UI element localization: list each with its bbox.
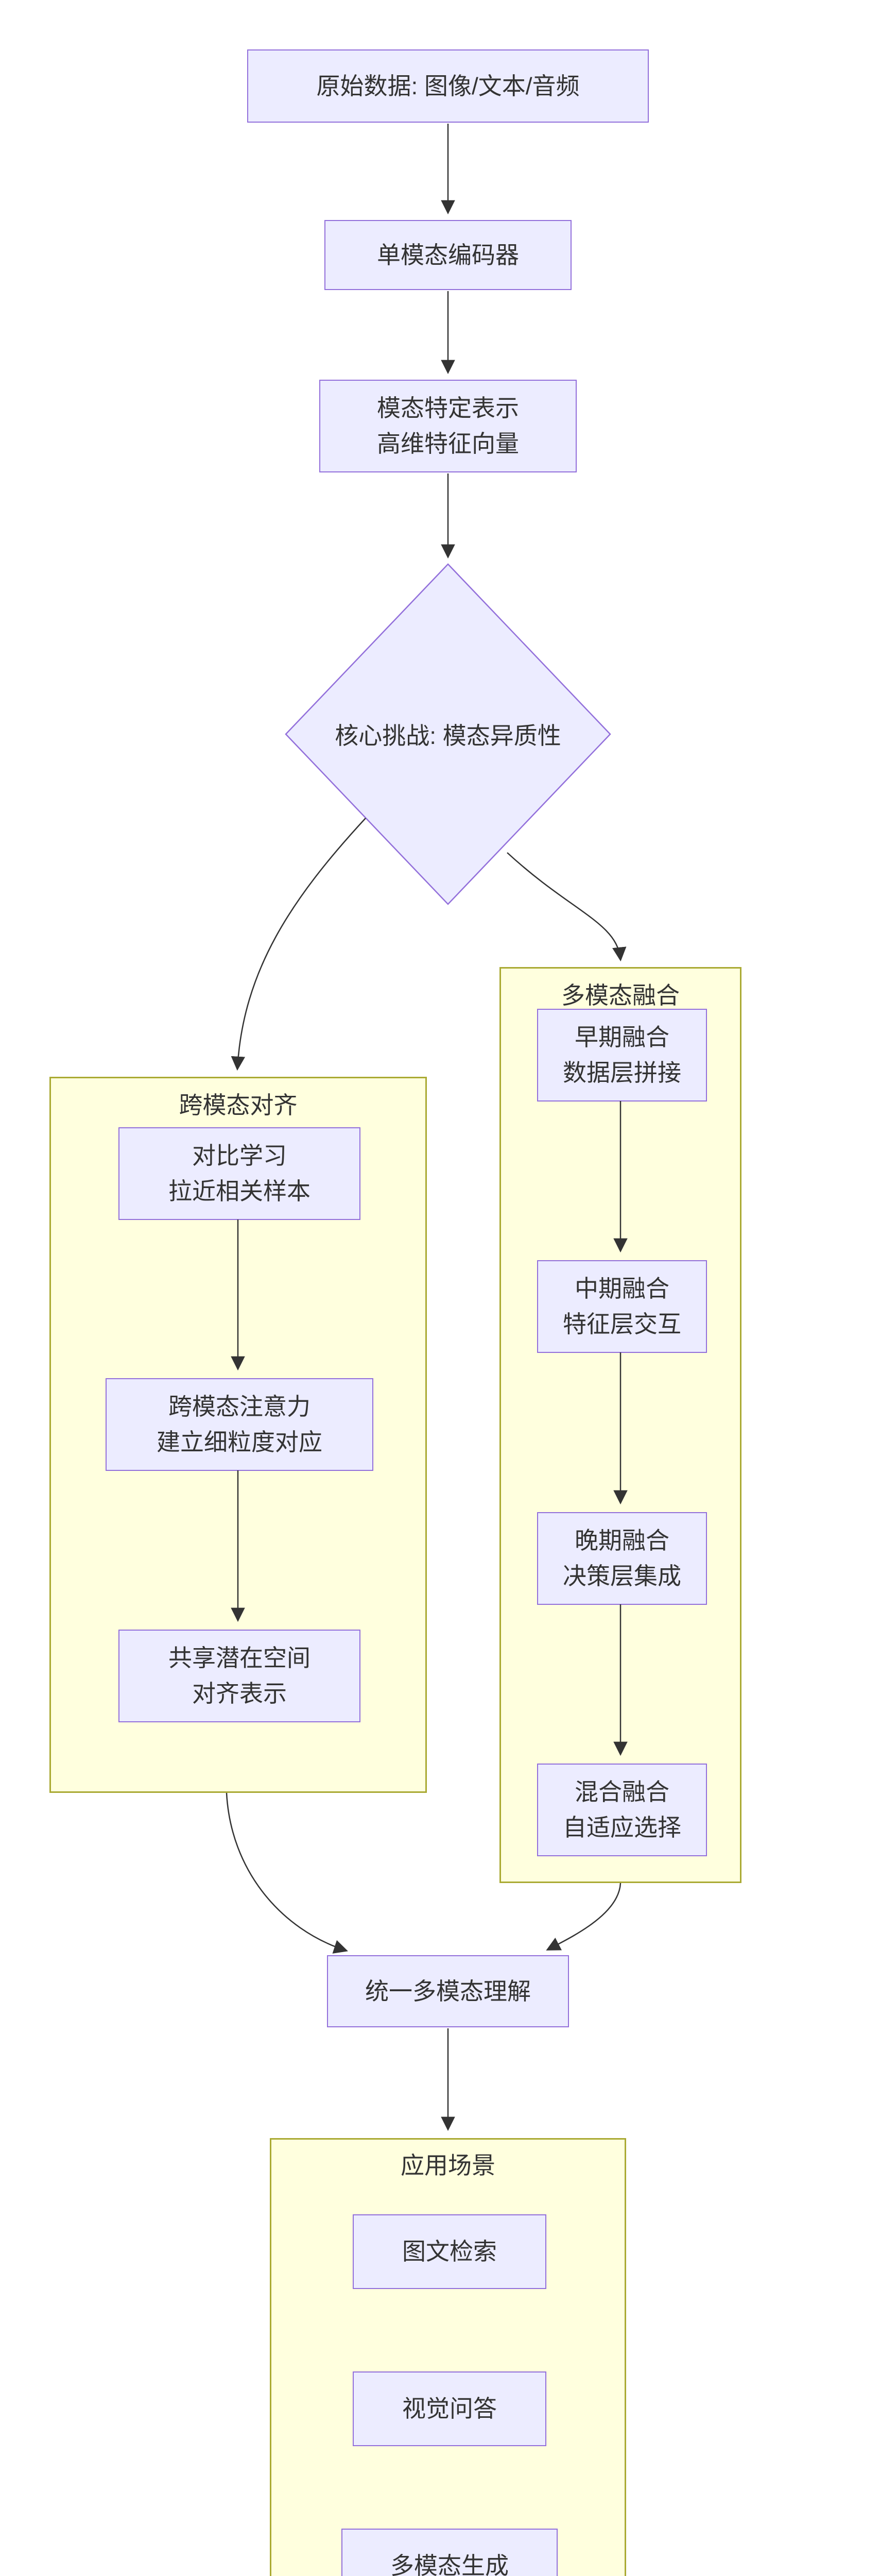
node-late-fusion-line1: 晚期融合 (575, 1527, 669, 1554)
node-early-fusion-line1: 早期融合 (575, 1024, 669, 1050)
edge-challenge-to-alignment (231, 818, 366, 1071)
node-multimodal-generation: 多模态生成 (341, 2529, 558, 2576)
node-hybrid-fusion-line1: 混合融合 (575, 1778, 669, 1805)
node-visual-qa-label: 视觉问答 (402, 2395, 497, 2422)
node-multimodal-generation-label: 多模态生成 (390, 2552, 509, 2576)
node-late-fusion-line2: 决策层集成 (563, 1563, 681, 1589)
node-cross-modal-attention-line1: 跨模态注意力 (168, 1393, 310, 1420)
node-shared-latent-space: 共享潜在空间 对齐表示 (118, 1630, 360, 1722)
node-visual-qa: 视觉问答 (353, 2371, 546, 2446)
node-unimodal-encoder-label: 单模态编码器 (377, 241, 519, 268)
node-early-fusion: 早期融合 数据层拼接 (537, 1009, 707, 1101)
node-modality-repr-line2: 高维特征向量 (377, 430, 519, 457)
node-unified-understanding-label: 统一多模态理解 (365, 1977, 531, 2005)
decision-diamond-shape (285, 563, 611, 905)
node-shared-latent-space-line2: 对齐表示 (192, 1680, 287, 1707)
edge-fusion-to-unified (546, 1883, 622, 1951)
node-shared-latent-space-line1: 共享潜在空间 (168, 1645, 310, 1671)
node-contrastive-learning: 对比学习 拉近相关样本 (118, 1127, 360, 1220)
node-hybrid-fusion-line2: 自适应选择 (563, 1814, 681, 1841)
node-mid-fusion-line1: 中期融合 (575, 1275, 669, 1302)
cluster-application-scenarios: 应用场景 图文检索 视觉问答 多模态生成 音频描述 (270, 2138, 626, 2576)
node-modality-repr: 模态特定表示 高维特征向量 (319, 380, 577, 472)
node-unified-understanding: 统一多模态理解 (327, 1955, 569, 2027)
node-cross-modal-attention-line2: 建立细粒度对应 (157, 1429, 322, 1455)
edge-challenge-to-fusion (507, 852, 627, 962)
node-hybrid-fusion: 混合融合 自适应选择 (537, 1764, 707, 1856)
node-mid-fusion: 中期融合 特征层交互 (537, 1260, 707, 1353)
cluster-alignment-title: 跨模态对齐 (179, 1092, 298, 1118)
node-early-fusion-line2: 数据层拼接 (563, 1059, 681, 1086)
cluster-applications-title: 应用场景 (401, 2152, 495, 2179)
edge-alignment-to-unified (226, 1792, 348, 1954)
cluster-fusion-title: 多模态融合 (561, 982, 680, 1009)
node-raw-data-label: 原始数据: 图像/文本/音频 (316, 72, 580, 99)
node-cross-modal-attention: 跨模态注意力 建立细粒度对应 (106, 1378, 373, 1471)
node-contrastive-learning-line1: 对比学习 (192, 1142, 287, 1169)
node-contrastive-learning-line2: 拉近相关样本 (168, 1178, 310, 1205)
node-modality-repr-line1: 模态特定表示 (377, 395, 519, 421)
node-raw-data: 原始数据: 图像/文本/音频 (247, 49, 649, 123)
node-image-text-retrieval: 图文检索 (353, 2214, 546, 2289)
node-image-text-retrieval-label: 图文检索 (402, 2238, 497, 2265)
cluster-cross-modal-alignment: 跨模态对齐 对比学习 拉近相关样本 跨模态注意力 建立细粒度对应 共享潜在空间 … (49, 1077, 427, 1793)
node-unimodal-encoder: 单模态编码器 (324, 220, 572, 290)
node-late-fusion: 晚期融合 决策层集成 (537, 1512, 707, 1605)
node-mid-fusion-line2: 特征层交互 (563, 1311, 681, 1337)
